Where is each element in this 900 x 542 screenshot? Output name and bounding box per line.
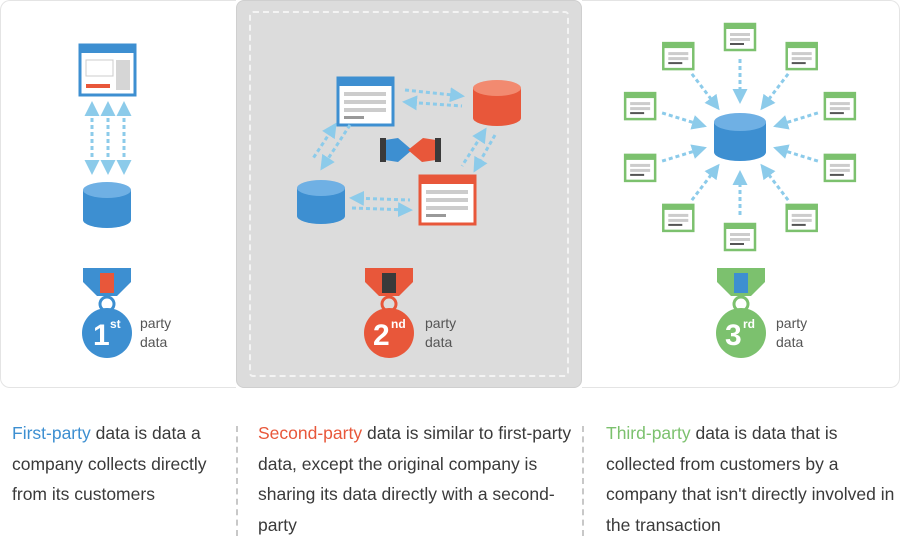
first-party-medal: 1 st	[82, 268, 132, 358]
medal-rank: 3	[725, 319, 742, 352]
second-party-panel	[236, 0, 582, 388]
first-party-caption: First-party data is data a company colle…	[12, 418, 222, 510]
third-party-caption: Third-party data is data that is collect…	[606, 418, 900, 540]
badge-line2: data	[776, 334, 803, 350]
spoke-arrow	[760, 163, 790, 202]
satellite-window-icon	[785, 203, 818, 233]
browser-window-icon	[78, 43, 137, 97]
caption-separator	[236, 426, 238, 536]
badge-line1: party	[140, 315, 171, 331]
medal-suffix: nd	[391, 317, 406, 331]
satellite-window-icon	[785, 41, 818, 71]
badge-line1: party	[776, 315, 807, 331]
central-database-icon	[714, 113, 766, 161]
radial-arrows	[661, 59, 819, 215]
browser-window-icon	[418, 174, 477, 226]
caption-text: data is similar to first-party data, exc…	[258, 423, 572, 535]
badge-line2: data	[425, 334, 452, 350]
browser-window-icon	[336, 76, 395, 127]
third-party-medal: 3 rd	[716, 268, 766, 358]
caption-highlight: Second-party	[258, 423, 363, 443]
panel-dashed-border	[249, 11, 569, 377]
caption-highlight: First-party	[12, 423, 91, 443]
caption-text: data is data a company collects directly…	[12, 423, 207, 504]
medal-rank: 1	[93, 319, 110, 352]
spoke-arrow	[661, 111, 707, 130]
data-party-diagram: 1 st party data	[78, 22, 857, 358]
satellite-window-icon	[662, 203, 695, 233]
database-icon	[297, 180, 345, 224]
satellite-windows	[623, 22, 857, 252]
spoke-arrow	[773, 144, 819, 163]
satellite-window-icon	[823, 153, 857, 183]
spoke-arrow	[690, 72, 720, 111]
caption-separator	[582, 426, 584, 536]
first-party-panel	[0, 0, 236, 388]
spoke-arrow	[661, 144, 707, 163]
database-icon	[83, 182, 131, 228]
medal-suffix: rd	[743, 317, 755, 331]
bidirectional-arrows	[84, 101, 132, 175]
satellite-window-icon	[662, 41, 695, 71]
medal-suffix: st	[110, 317, 121, 331]
database-icon	[473, 80, 521, 126]
second-party-caption: Second-party data is similar to first-pa…	[258, 418, 578, 540]
satellite-window-icon	[623, 153, 657, 183]
caption-highlight: Third-party	[606, 423, 691, 443]
satellite-window-icon	[823, 91, 857, 121]
satellite-window-icon	[723, 22, 757, 52]
exchange-arrows	[310, 87, 497, 218]
medal-rank: 2	[373, 319, 390, 352]
badge-line2: data	[140, 334, 167, 350]
satellite-window-icon	[723, 222, 757, 252]
spoke-arrow	[773, 111, 819, 130]
caption-text: data is data that is collected from cust…	[606, 423, 895, 535]
satellite-window-icon	[623, 91, 657, 121]
second-party-medal: 2 nd	[364, 268, 414, 358]
handshake-icon	[380, 138, 441, 162]
spoke-arrow	[760, 72, 790, 111]
badge-line1: party	[425, 315, 456, 331]
spoke-arrow	[690, 163, 720, 202]
